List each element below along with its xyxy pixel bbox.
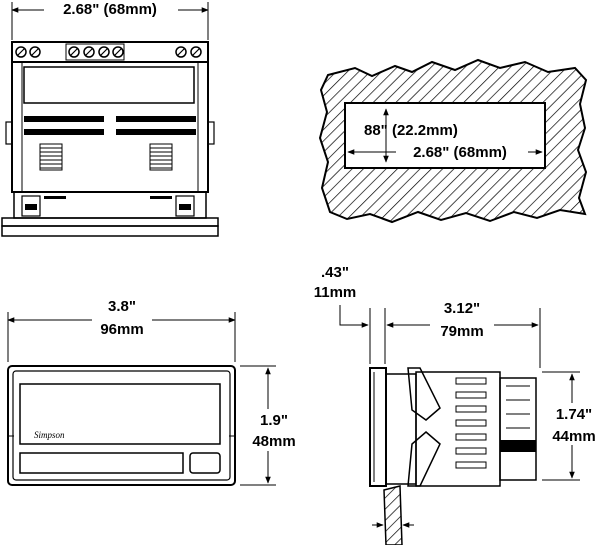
front-display-window [19, 383, 221, 445]
bezel-depth-leader [339, 305, 369, 328]
vent-slots [24, 116, 196, 135]
side-vent-slots [455, 377, 487, 469]
label-knockout [252, 409, 302, 451]
mount-clip-lower [407, 431, 441, 487]
front-button [189, 452, 221, 474]
side-view: .43" 11mm 3.12" 79mm [314, 264, 600, 545]
side-clip [207, 121, 215, 145]
terminal-housing [499, 377, 537, 481]
housing-body [11, 61, 209, 193]
terminal-block [11, 41, 209, 63]
front-height-label-mm: 48mm [252, 433, 295, 450]
vent-grilles [39, 143, 173, 171]
side-collar [385, 373, 417, 485]
bezel-depth-label-in: .43" [321, 264, 349, 281]
label-knockout [430, 316, 494, 332]
label-knockout [396, 144, 528, 160]
side-height-label-mm: 44mm [552, 428, 595, 445]
front-width-label-in: 3.8" [108, 298, 136, 315]
side-depth-label-in: 3.12" [444, 300, 480, 317]
side-height-label-in: 1.74" [556, 406, 592, 423]
mount-clip-left [21, 195, 41, 217]
cutout-height-label: 88" (22.2mm) [364, 122, 458, 139]
brand-logo: Simpson [34, 430, 65, 440]
side-clip [5, 121, 13, 145]
bezel-top [1, 217, 219, 227]
display-window [23, 66, 195, 104]
cutout-width-label: 2.68" (68mm) [413, 144, 507, 161]
label-knockout [44, 0, 178, 18]
label-knockout [546, 403, 600, 445]
top-view: 2.68" (68mm) [1, 0, 219, 237]
front-bezel [7, 365, 236, 486]
front-width-label-mm: 96mm [100, 321, 143, 338]
front-height-label-in: 1.9" [260, 412, 288, 429]
panel-section [383, 485, 403, 545]
terminal-screws [15, 43, 202, 61]
bezel-depth-label-mm: 11mm [314, 284, 357, 301]
panel-cutout-view: 88" (22.2mm) 2.68" (68mm) [318, 58, 588, 224]
top-width-label: 2.68" (68mm) [63, 1, 157, 18]
bezel-face [1, 225, 219, 237]
label-knockout [92, 312, 152, 328]
side-depth-label-mm: 79mm [440, 323, 483, 340]
terminal-connector [500, 440, 536, 452]
mount-clip-upper [407, 367, 441, 421]
front-view: 3.8" 96mm Simpson 1.9" 48mm [7, 298, 302, 486]
mount-clip-right [175, 195, 195, 217]
front-label-strip [19, 452, 184, 474]
side-bezel [369, 367, 387, 487]
